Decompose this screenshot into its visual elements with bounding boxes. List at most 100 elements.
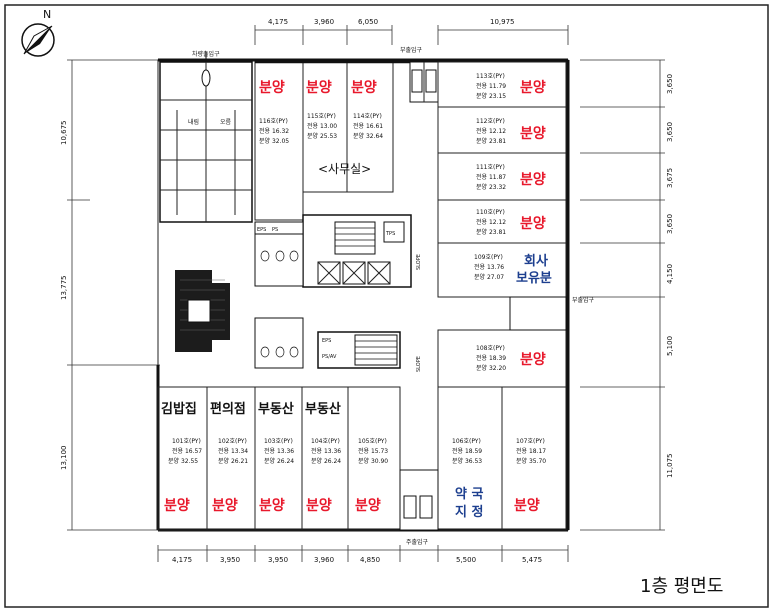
unit-exclusive-area: 전용 18.59: [452, 447, 482, 455]
unit-name: 103호(PY): [264, 438, 293, 445]
unit-111: 111호(PY) 전용 11.87 분양 23.32 분양: [476, 164, 546, 191]
sale-label: 분양: [306, 80, 332, 96]
unit-sale-area: 분양 26.24: [264, 457, 294, 465]
dim-right-4: 3,650: [666, 214, 674, 234]
unit-exclusive-area: 전용 13.34: [218, 447, 248, 455]
unit-105: 105호(PY) 전용 15.73 분양 30.90 분양: [355, 438, 388, 514]
unit-name: 114호(PY): [353, 113, 382, 120]
dim-top-3: 6,050: [358, 18, 378, 26]
sale-label: 분양: [355, 498, 381, 514]
dim-bottom-6: 5,500: [456, 556, 476, 564]
unit-sale-area: 분양 32.55: [168, 457, 198, 465]
unit-109: 109호(PY) 전용 13.76 분양 27.07 회사 보유분: [474, 253, 552, 286]
dim-right-7: 11,075: [666, 454, 674, 479]
ramp-down-label: 내림: [188, 118, 199, 126]
tenant-label: 편의점: [210, 401, 246, 417]
unit-name: 116호(PY): [259, 118, 288, 125]
unit-exclusive-area: 전용 13.00: [307, 122, 337, 130]
compass-label: N: [43, 8, 51, 21]
unit-name: 113호(PY): [476, 73, 505, 80]
unit-103: 부동산 103호(PY) 전용 13.36 분양 26.24 분양: [258, 401, 294, 514]
unit-116: 분양 116호(PY) 전용 16.32 분양 32.05: [259, 80, 289, 145]
tps-label: TPS: [385, 231, 395, 237]
slope-label-2: SLOPE: [416, 356, 422, 372]
unit-sale-area: 분양 26.24: [311, 457, 341, 465]
sale-label: 분양: [520, 126, 546, 142]
unit-name: 107호(PY): [516, 438, 545, 445]
dim-right-2: 3,650: [666, 122, 674, 142]
unit-sale-area: 분양 35.70: [516, 457, 546, 465]
dim-right-5: 4,150: [666, 264, 674, 284]
dim-left-2: 13,775: [60, 276, 68, 301]
unit-exclusive-area: 전용 16.61: [353, 122, 383, 130]
dim-top-1: 4,175: [268, 18, 288, 26]
eps2-label: EPS: [322, 338, 331, 344]
tenant-label: 부동산: [305, 401, 341, 417]
tenant-label: 김밥집: [161, 401, 197, 417]
unit-exclusive-area: 전용 16.32: [259, 127, 289, 135]
compass-icon: N: [21, 8, 55, 57]
restrooms: [254, 233, 304, 369]
dimension-left: 10,675 13,775 13,100: [60, 59, 160, 531]
top-entrance: 부출입구: [400, 46, 439, 103]
unit-sale-area: 분양 27.07: [474, 273, 504, 281]
company-reserved-label-2: 보유분: [516, 271, 552, 286]
dim-bottom-5: 4,850: [360, 556, 380, 564]
unit-exclusive-area: 전용 12.12: [476, 127, 506, 135]
unit-name: 115호(PY): [307, 113, 336, 120]
pharmacy-label-2: 지 정: [455, 504, 483, 520]
dim-bottom-1: 4,175: [172, 556, 192, 564]
sale-label: 분양: [520, 80, 546, 96]
dim-top-4: 10,975: [490, 18, 515, 26]
unit-exclusive-area: 전용 18.39: [476, 354, 506, 362]
dim-left-3: 13,100: [60, 446, 68, 471]
unit-101: 김밥집 101호(PY) 전용 16.57 분양 32.55 분양: [161, 401, 202, 514]
unit-sale-area: 분양 23.15: [476, 92, 506, 100]
unit-exclusive-area: 전용 13.36: [311, 447, 341, 455]
psav-label: PS/AV: [322, 354, 337, 360]
sale-label: 분양: [259, 498, 285, 514]
unit-sale-area: 분양 32.05: [259, 137, 289, 145]
unit-sale-area: 분양 30.90: [358, 457, 388, 465]
unit-name: 112호(PY): [476, 118, 505, 125]
office-label: <사무실>: [318, 162, 371, 176]
unit-115: 분양 115호(PY) 전용 13.00 분양 25.53: [306, 80, 337, 140]
main-entrance-label: 주출입구: [406, 538, 429, 546]
unit-114: 분양 114호(PY) 전용 16.61 분양 32.64: [351, 80, 383, 140]
ps-label: PS: [272, 227, 278, 233]
sale-label: 분양: [164, 498, 190, 514]
unit-name: 105호(PY): [358, 438, 387, 445]
slope-label-1: SLOPE: [416, 254, 422, 270]
unit-sale-area: 분양 32.20: [476, 364, 506, 372]
core-elevators: TPS EPS PS: [254, 214, 412, 288]
unit-name: 110호(PY): [476, 209, 505, 216]
plan-title: 1층 평면도: [640, 576, 723, 597]
unit-sale-area: 분양 23.32: [476, 183, 506, 191]
sale-label: 분양: [212, 498, 238, 514]
unit-exclusive-area: 전용 16.57: [172, 447, 202, 455]
lower-stair: EPS PS/AV: [317, 331, 401, 369]
dim-right-3: 3,675: [666, 168, 674, 188]
sale-label: 분양: [520, 216, 546, 232]
unit-exclusive-area: 전용 11.87: [476, 173, 506, 181]
sale-label: 분양: [514, 498, 540, 514]
unit-sale-area: 분양 26.21: [218, 457, 248, 465]
sale-label: 분양: [520, 172, 546, 188]
pharmacy-label-1: 약 국: [455, 486, 483, 502]
unit-exclusive-area: 전용 15.73: [358, 447, 388, 455]
tenant-label: 부동산: [258, 401, 294, 417]
parking-ramp: 내림 오름 차량출입구: [159, 50, 253, 223]
unit-sale-area: 분양 32.64: [353, 132, 383, 140]
unit-110: 110호(PY) 전용 12.12 분양 23.81 분양: [476, 209, 546, 236]
unit-name: 109호(PY): [474, 254, 503, 261]
dimension-top: 4,175 3,960 6,050 10,975: [254, 18, 569, 45]
dim-bottom-7: 5,475: [522, 556, 542, 564]
unit-102: 편의점 102호(PY) 전용 13.34 분양 26.21 분양: [210, 401, 248, 514]
dim-right-6: 5,100: [666, 336, 674, 356]
unit-sale-area: 분양 23.81: [476, 228, 506, 236]
unit-exclusive-area: 전용 13.36: [264, 447, 294, 455]
stair-block: [175, 270, 230, 352]
upper-rooms: [254, 60, 410, 221]
dimension-right: 3,650 3,650 3,675 3,650 4,150 5,100 11,0…: [580, 59, 674, 531]
